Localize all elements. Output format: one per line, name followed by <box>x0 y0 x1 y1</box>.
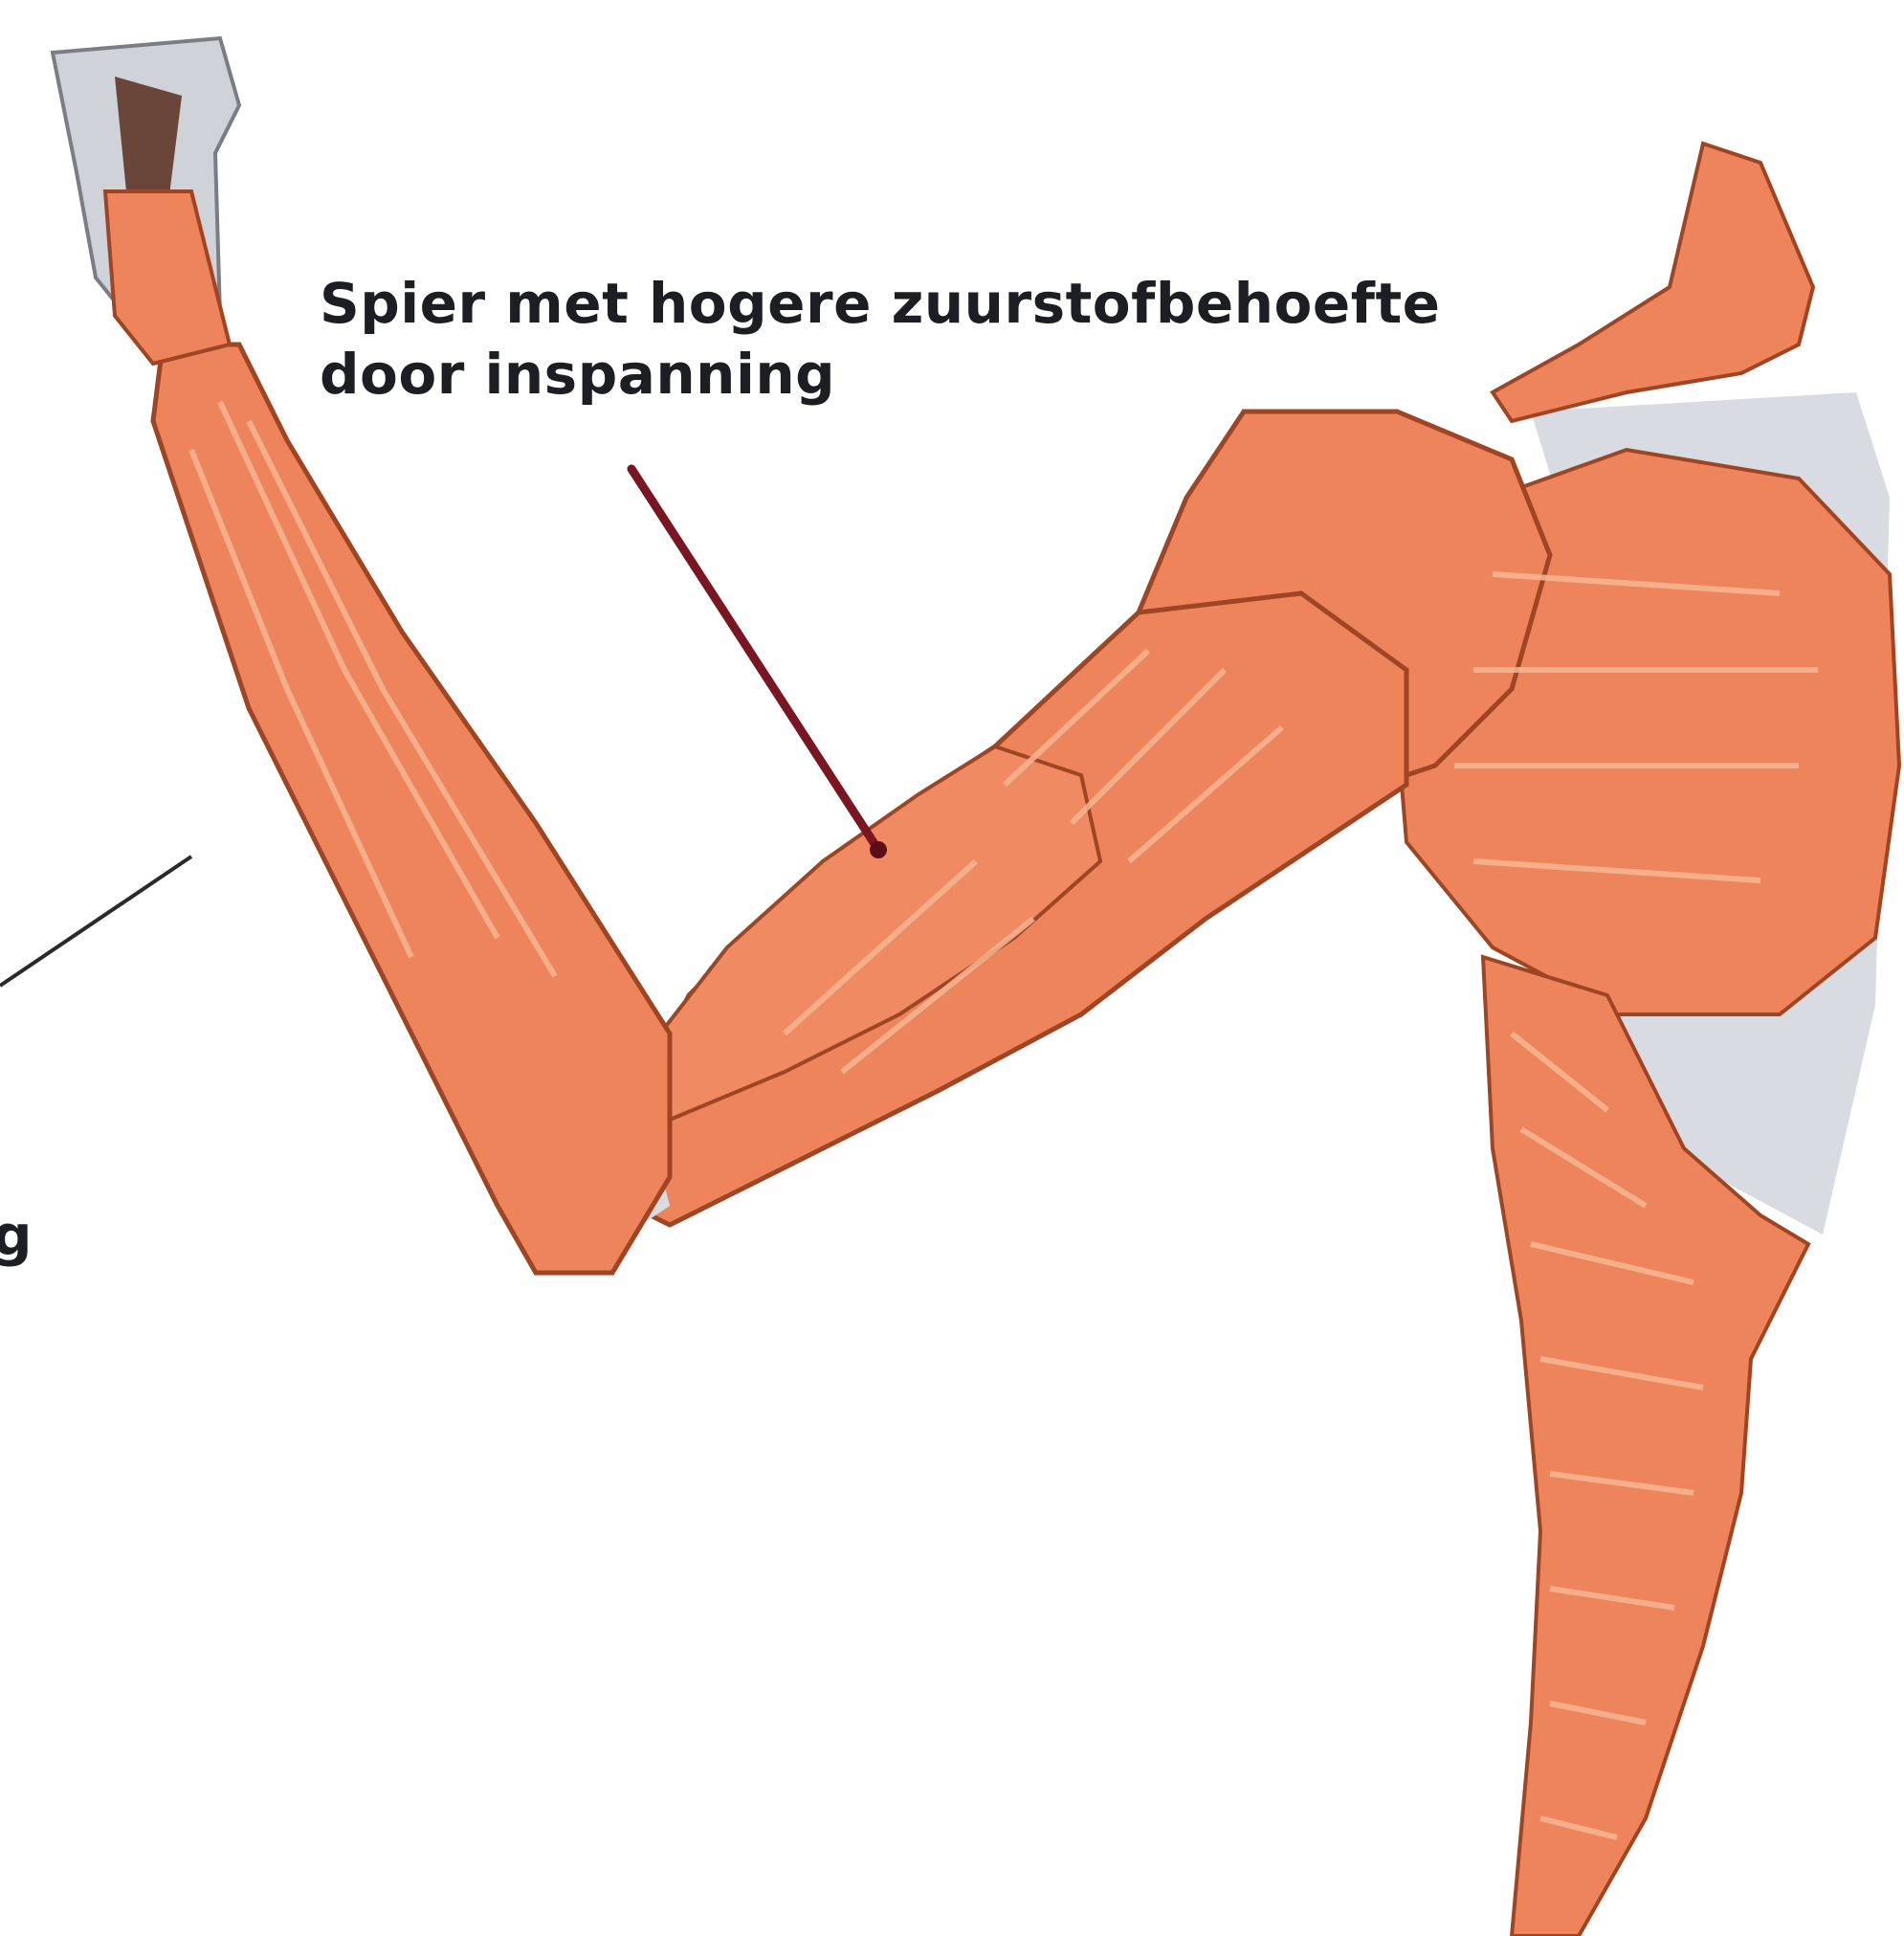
muscle-pointer-line <box>631 469 878 850</box>
cut-pointer-line <box>0 857 191 986</box>
forearm-muscle <box>153 345 670 1273</box>
trapezius-muscle <box>1493 144 1813 421</box>
muscle-label-line-1: Spier met hogere zuurstofbehoefte <box>320 268 1441 339</box>
cut-off-label-fragment: g <box>0 1200 33 1271</box>
muscle-pointer-dot <box>870 841 887 858</box>
muscle-label-line-2: door inspanning <box>320 339 835 410</box>
